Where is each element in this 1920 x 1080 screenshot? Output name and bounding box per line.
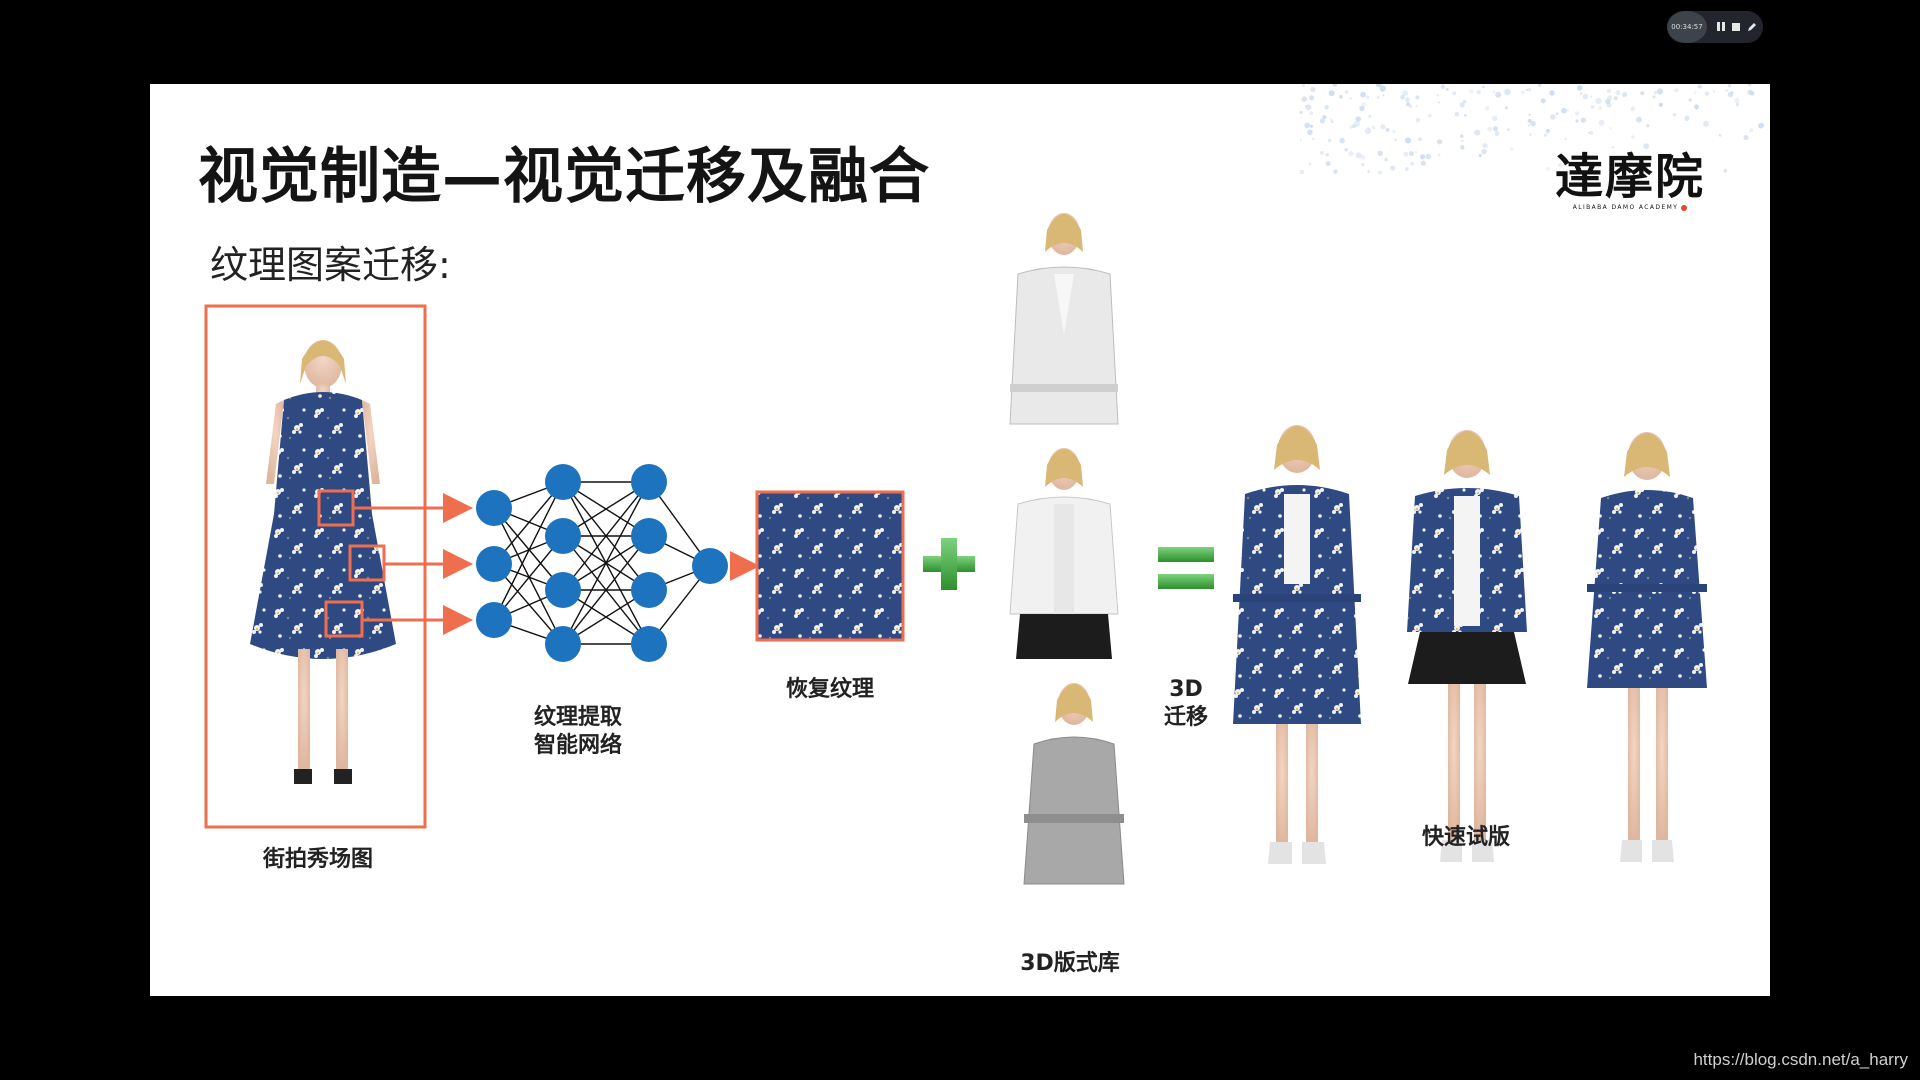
network-node [692, 548, 728, 584]
network-node [631, 518, 667, 554]
pause-icon[interactable] [1715, 21, 1727, 33]
neural-network [476, 464, 728, 662]
caption-network-line2: 智能网络 [533, 733, 622, 758]
extraction-arrows [353, 493, 473, 635]
template-white-bomber [1009, 448, 1119, 659]
stop-icon[interactable] [1730, 21, 1742, 33]
network-node [545, 626, 581, 662]
template-gray-shirtdress [1023, 683, 1125, 885]
recording-timer: 00:34:57 [1667, 11, 1707, 43]
network-node [631, 626, 667, 662]
source-dress-model [250, 340, 396, 784]
recovered-texture-swatch [755, 490, 905, 642]
caption-transfer-line2: 迁移 [1163, 705, 1208, 730]
plus-icon [923, 538, 975, 590]
caption-result: 快速试版 [1421, 825, 1510, 850]
network-node [631, 572, 667, 608]
slide-title: 视觉制造—视觉迁移及融合 [198, 142, 930, 212]
logo-mark-icon [1681, 204, 1688, 211]
watermark-url: https://blog.csdn.net/a_harry [1693, 1050, 1908, 1069]
result-model-trench [1233, 425, 1361, 864]
network-node [476, 490, 512, 526]
caption-network-line1: 纹理提取 [533, 705, 622, 730]
caption-texture: 恢复纹理 [785, 677, 874, 702]
network-node [545, 464, 581, 500]
network-node [476, 602, 512, 638]
network-node [545, 572, 581, 608]
template-white-trench [1009, 213, 1119, 425]
slide-subtitle: 纹理图案迁移: [210, 243, 451, 287]
pipeline-diagram [204, 213, 1707, 885]
decorative-dot-pattern [1300, 84, 1770, 174]
network-node [476, 546, 512, 582]
logo-english: ALIBABA DAMO ACADEMY [1572, 204, 1679, 211]
logo-chinese: 達摩院 [1554, 149, 1705, 205]
presentation-slide: 视觉制造—视觉迁移及融合 纹理图案迁移: 達摩院 ALIBABA DAMO AC… [150, 84, 1770, 996]
result-model-shirtdress [1587, 432, 1707, 862]
equals-icon [1158, 547, 1214, 589]
caption-library: 3D版式库 [1020, 951, 1120, 976]
caption-transfer-line1: 3D [1169, 677, 1203, 702]
network-node [631, 464, 667, 500]
source-image-frame [204, 304, 427, 829]
network-node [545, 518, 581, 554]
recording-widget: 00:34:57 [1667, 11, 1763, 43]
caption-source: 街拍秀场图 [262, 847, 373, 872]
pen-icon[interactable] [1746, 21, 1758, 33]
result-model-bomber [1407, 430, 1527, 862]
damo-academy-logo: 達摩院 ALIBABA DAMO ACADEMY [1550, 150, 1710, 211]
